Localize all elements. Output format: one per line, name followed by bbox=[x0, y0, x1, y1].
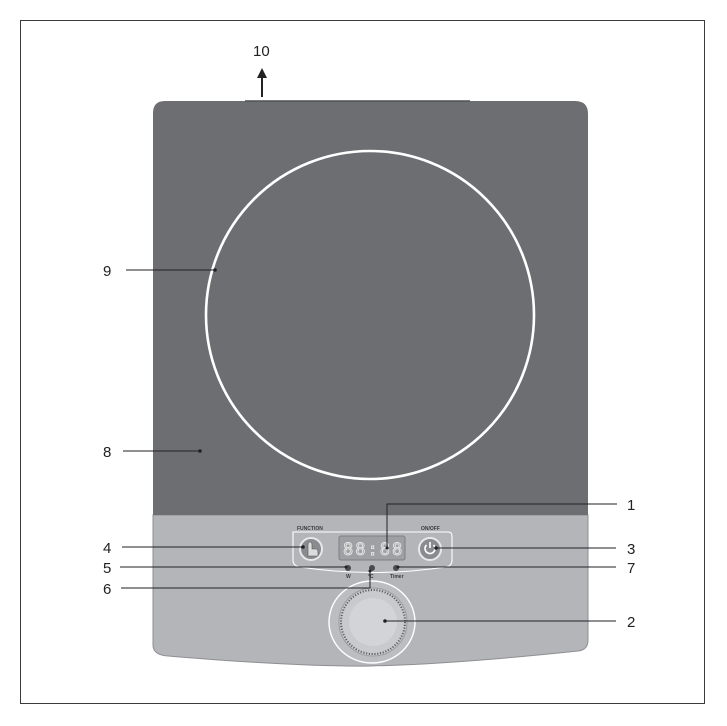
watt-label: W bbox=[346, 574, 351, 580]
timer-label: Timer bbox=[390, 574, 404, 580]
callout-2: 2 bbox=[627, 614, 635, 631]
control-strip-outline bbox=[292, 531, 453, 574]
display-digits: 88:88 bbox=[343, 540, 404, 560]
callout-9: 9 bbox=[103, 263, 111, 280]
glass-top bbox=[153, 101, 588, 515]
callout-10: 10 bbox=[253, 43, 270, 60]
leader-6 bbox=[121, 571, 371, 589]
callout-6: 6 bbox=[103, 581, 111, 598]
leader-lines bbox=[120, 269, 617, 622]
callout-1: 1 bbox=[627, 497, 635, 514]
function-button[interactable]: FUNCTION bbox=[297, 526, 323, 561]
arrow-up-icon bbox=[257, 68, 267, 97]
cooking-zone-ring bbox=[204, 149, 536, 481]
leader-dots bbox=[198, 268, 438, 623]
temp-label: °C bbox=[368, 574, 374, 580]
callout-4: 4 bbox=[103, 540, 111, 557]
callout-5: 5 bbox=[103, 560, 111, 577]
control-strip: FUNCTION 88:88 ON/OFF W °C bbox=[292, 526, 453, 580]
callout-7: 7 bbox=[627, 560, 635, 577]
hand-pointer-icon bbox=[307, 541, 319, 557]
onoff-button[interactable]: ON/OFF bbox=[418, 526, 442, 561]
indicator-temperature: °C bbox=[368, 565, 375, 580]
led-display: 88:88 bbox=[338, 535, 406, 561]
callout-8: 8 bbox=[103, 444, 111, 461]
callout-3: 3 bbox=[627, 541, 635, 558]
onoff-label: ON/OFF bbox=[421, 526, 440, 532]
knob-icon[interactable] bbox=[328, 580, 416, 664]
function-label: FUNCTION bbox=[297, 526, 323, 532]
figure-frame bbox=[20, 20, 705, 704]
leader-1 bbox=[386, 503, 617, 548]
